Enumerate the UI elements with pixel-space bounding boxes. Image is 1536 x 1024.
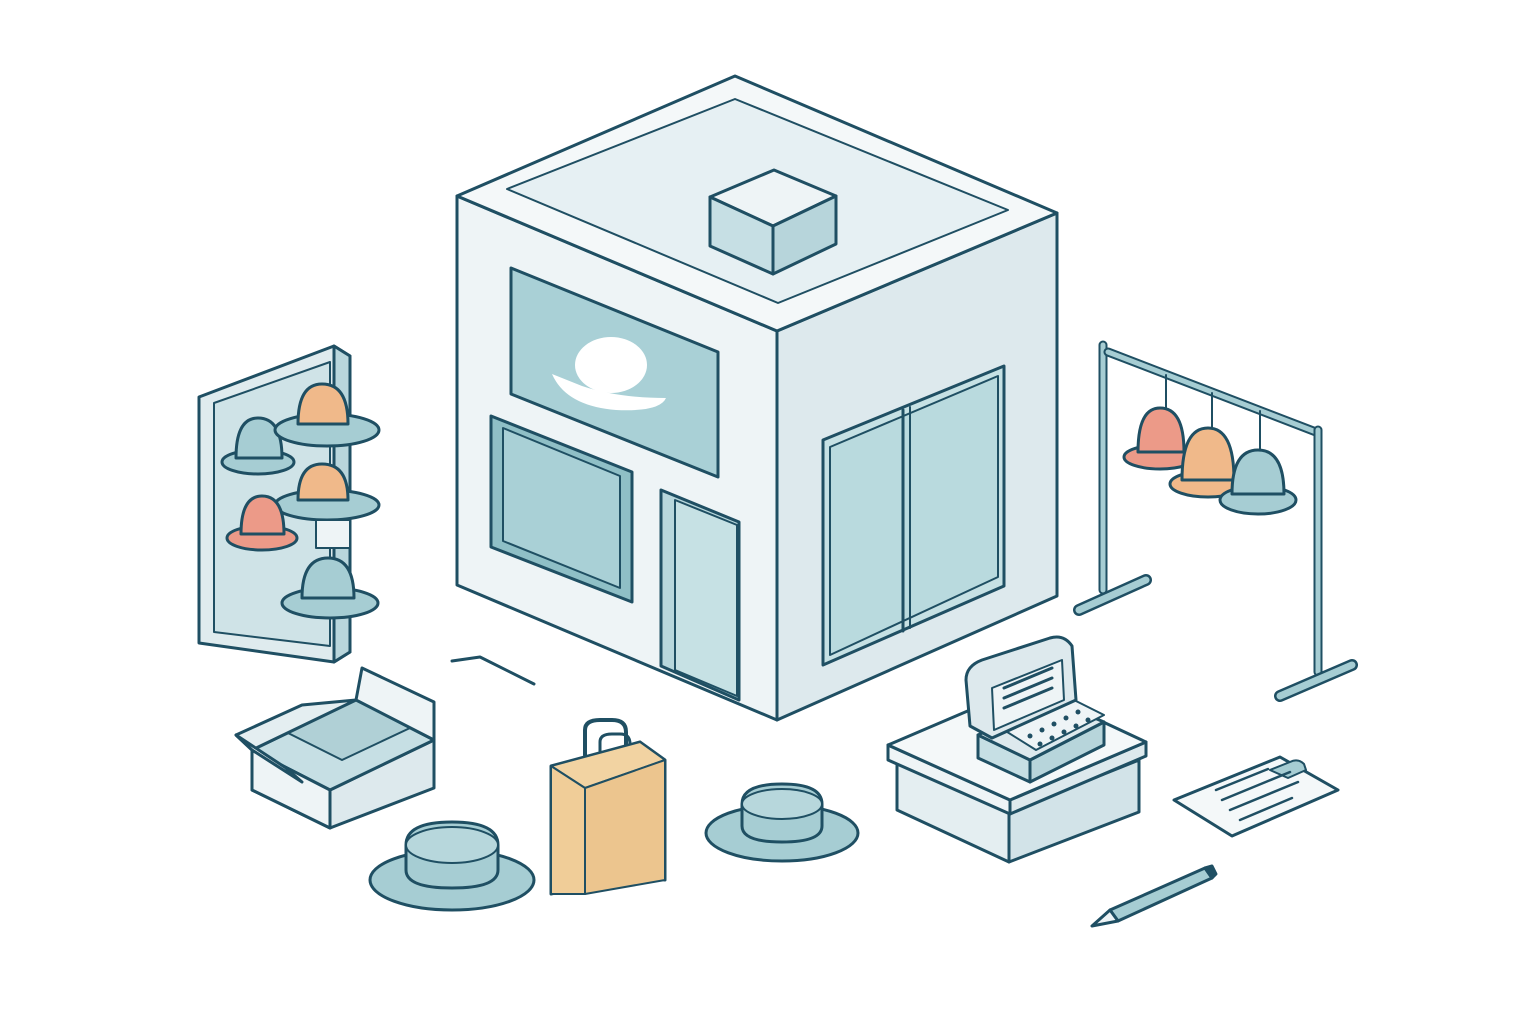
display-hat-coral-icon <box>225 494 299 552</box>
clipboard-text-lines <box>1214 767 1300 822</box>
cash-register <box>964 635 1106 784</box>
roof-vent <box>708 168 838 276</box>
bowler-hat-logo-icon <box>552 337 666 411</box>
hanging-hat-teal-icon <box>1218 448 1298 516</box>
open-cardboard-box <box>234 666 436 830</box>
register-keys <box>1027 709 1091 747</box>
display-hat-peach-1-icon <box>273 382 381 448</box>
bowler-hat <box>704 782 860 863</box>
box-flap-back <box>354 666 436 742</box>
hanging-hat-coral-icon <box>1122 406 1198 471</box>
register-screen-lines <box>1002 666 1054 710</box>
paper-shopping-bag <box>549 718 667 896</box>
display-hat-teal-2-icon <box>280 556 380 620</box>
hat-shop-building <box>455 74 1059 722</box>
display-hat-teal-1-icon <box>220 416 296 476</box>
pencil <box>1090 864 1218 928</box>
box-flap-front <box>234 733 304 784</box>
wall-hat-display <box>197 344 381 664</box>
hanging-hat-rack <box>1073 340 1358 702</box>
bowler-hat-large-icon <box>368 820 536 912</box>
ground-marker <box>450 655 536 686</box>
clipboard <box>1172 755 1340 838</box>
